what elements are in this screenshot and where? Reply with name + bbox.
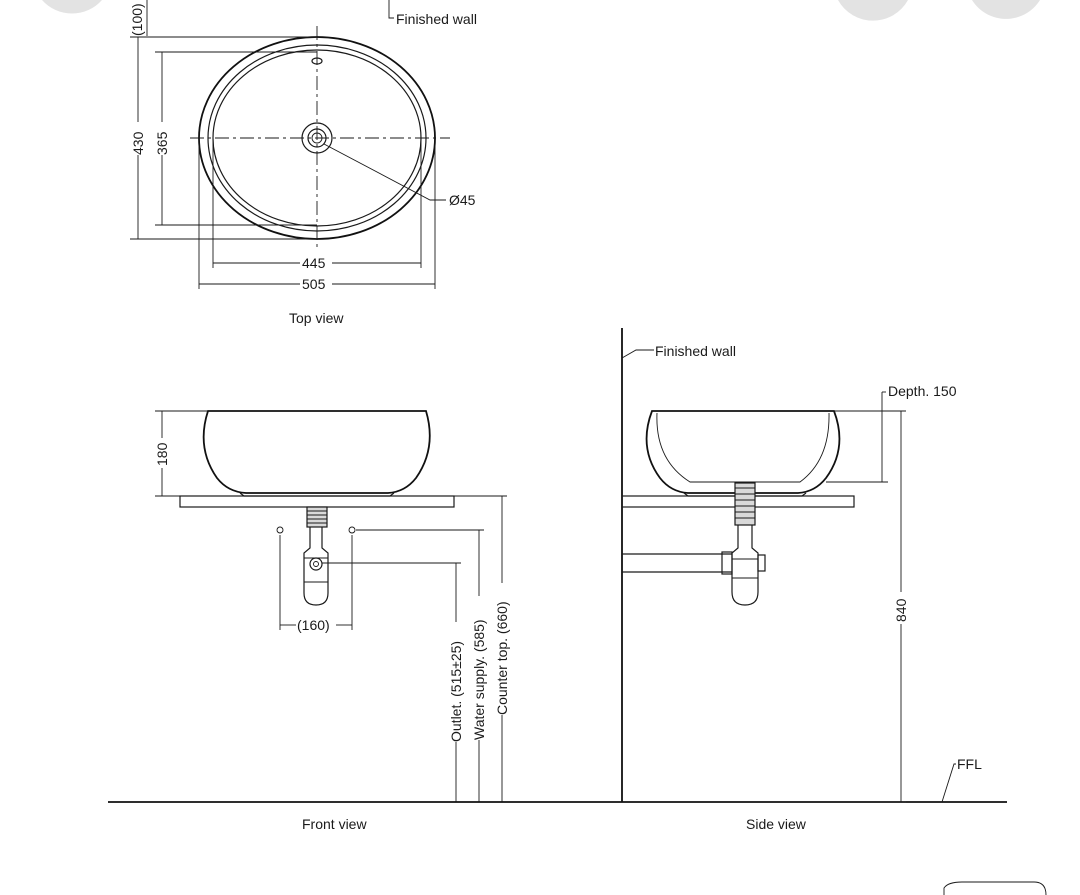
dim-160: (160) — [297, 617, 330, 633]
front-trap — [303, 527, 329, 606]
dim-100: (100) — [129, 3, 145, 36]
drain-outer — [301, 122, 333, 154]
dim-depth: Depth. 150 — [888, 383, 957, 399]
cropped-ui-circles — [42, 0, 1047, 895]
side-wall-label: Finished wall — [655, 343, 736, 359]
drain-inner — [307, 128, 327, 148]
dim-445: 445 — [302, 255, 326, 271]
top-view-caption: Top view — [289, 310, 344, 326]
side-view: Finished wall Depth. 150 — [621, 328, 982, 832]
dim-outlet: Outlet. (515±25) — [448, 641, 464, 742]
dim-430: 430 — [130, 131, 146, 155]
side-view-caption: Side view — [746, 816, 807, 832]
dim-counter-top: Counter top. (660) — [494, 601, 510, 715]
side-basin — [645, 410, 841, 494]
dim-365: 365 — [154, 131, 170, 155]
dim-drain: Ø45 — [449, 192, 476, 208]
dim-water-supply: Water supply. (585) — [471, 619, 487, 740]
dim-840: 840 — [893, 598, 909, 622]
front-view: 180 (160) Outlet. (515±25) — [154, 410, 510, 832]
ffl-label: FFL — [957, 756, 982, 772]
top-wall-label: Finished wall — [396, 11, 477, 27]
front-view-caption: Front view — [302, 816, 367, 832]
dim-180: 180 — [154, 442, 170, 466]
front-basin — [202, 410, 431, 494]
top-view: Finished wall (100) Ø45 430 365 — [129, 0, 477, 326]
dim-505: 505 — [302, 276, 326, 292]
front-counter-top — [179, 495, 455, 508]
side-trap — [731, 525, 759, 606]
